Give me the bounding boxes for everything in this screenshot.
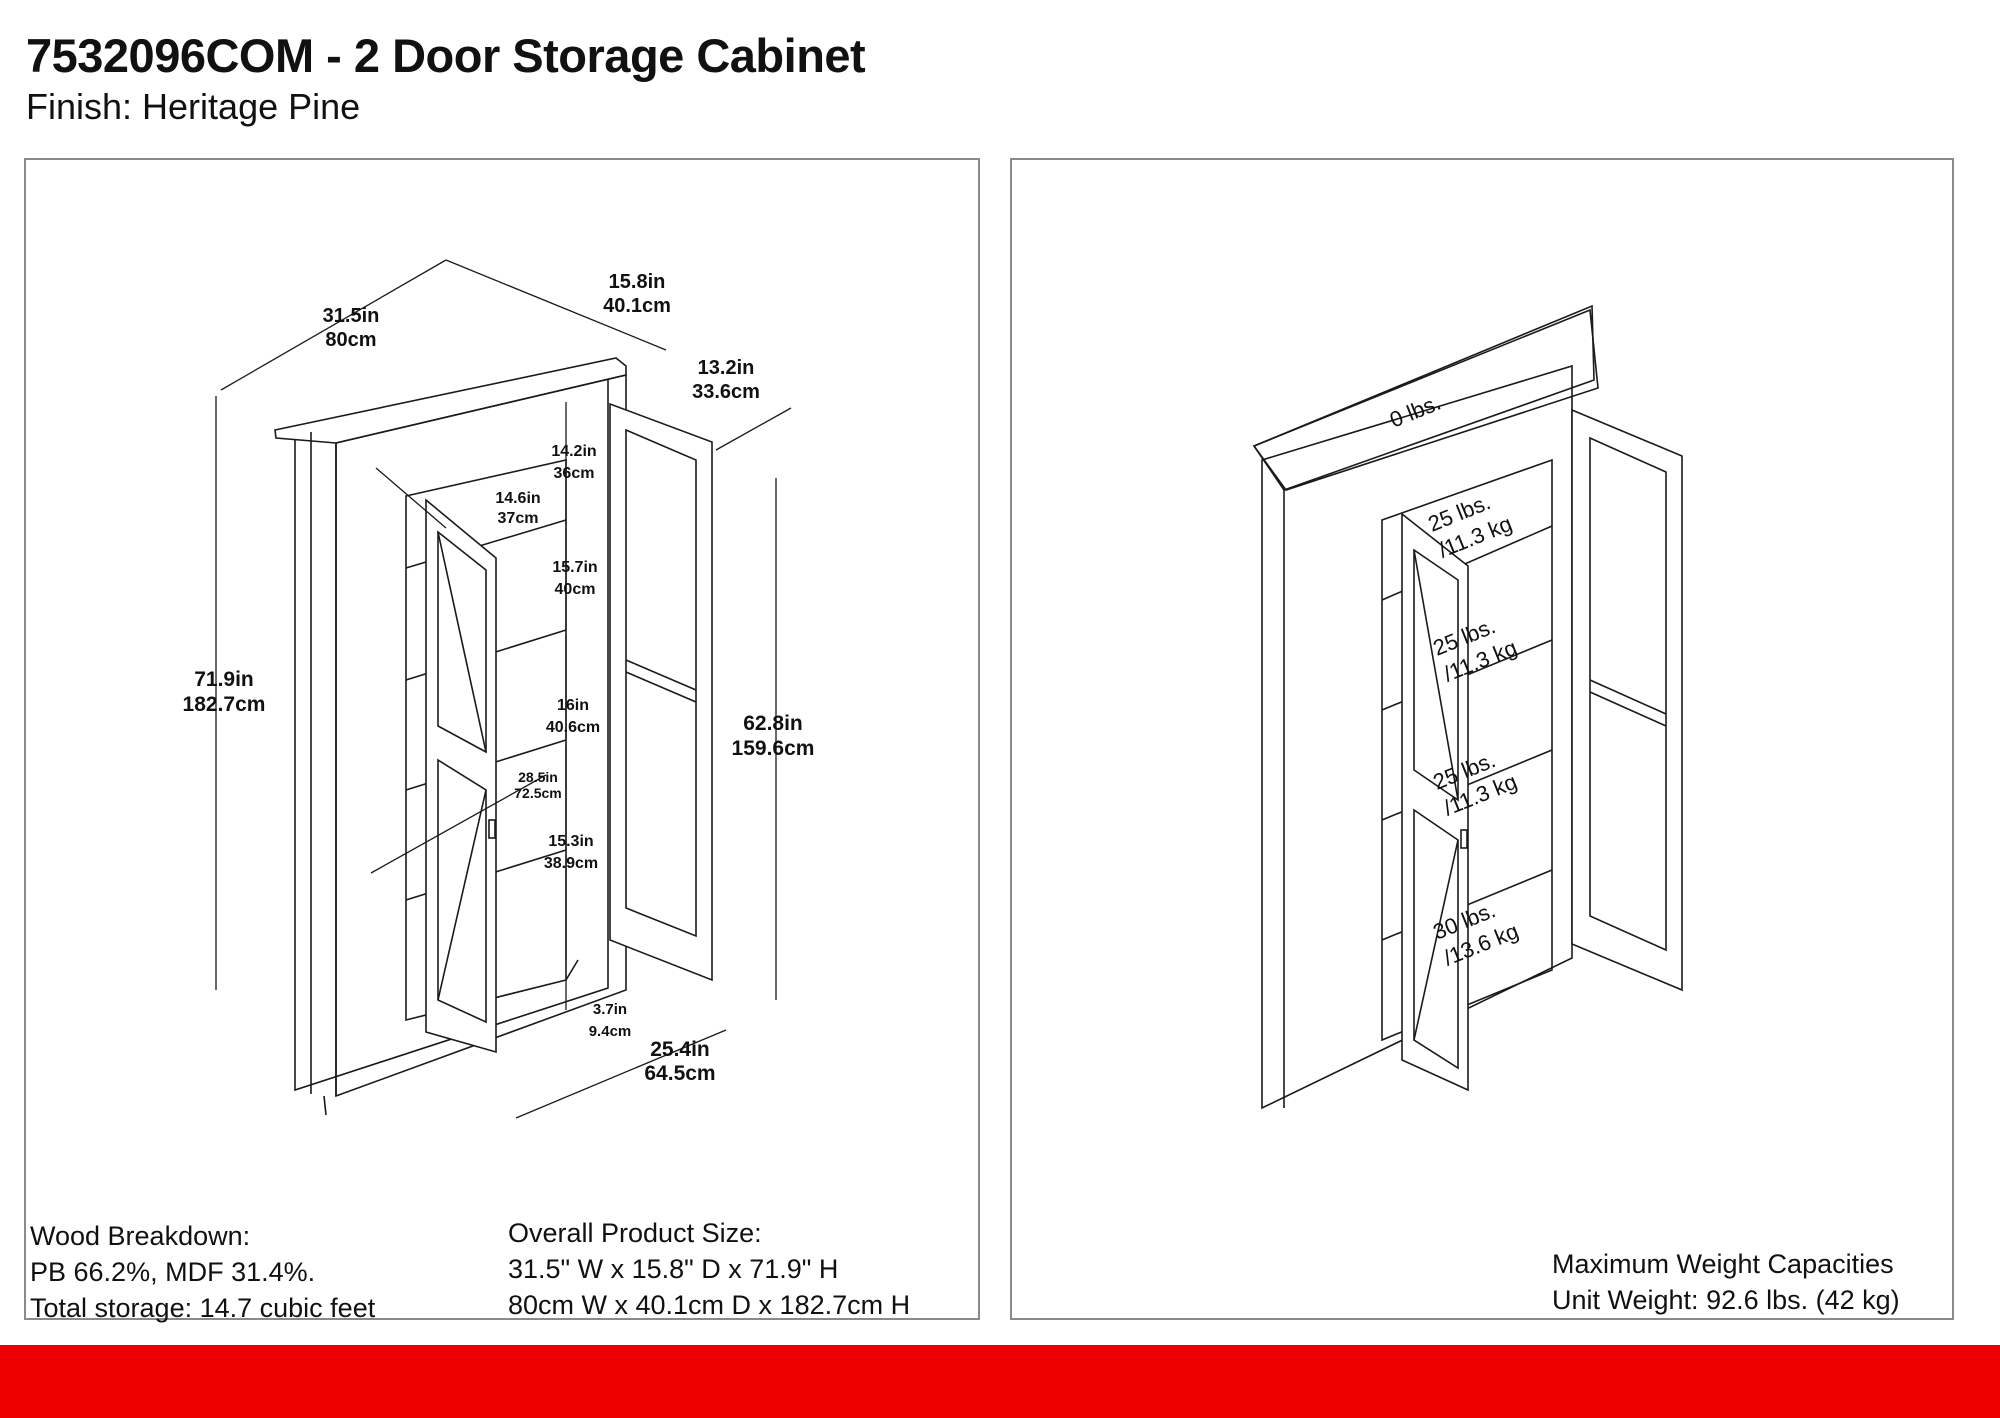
finish-label: Finish: Heritage Pine <box>26 86 361 127</box>
overall-product-size: Overall Product Size: 31.5" W x 15.8" D … <box>508 1218 911 1320</box>
right-door <box>609 402 713 982</box>
page-title: 7532096COM - 2 Door Storage Cabinet <box>26 29 866 82</box>
weight-drawing: 0 lbs. 25 lbs./11.3 kg 25 lbs./11.3 kg 2… <box>1252 304 1683 1110</box>
weight-panel: 0 lbs. 25 lbs./11.3 kg 25 lbs./11.3 kg 2… <box>1010 158 1954 1320</box>
accent-bar <box>0 1345 2000 1418</box>
cabinet-top <box>274 357 627 444</box>
cabinet-top <box>1252 304 1595 491</box>
right-door <box>1571 408 1683 992</box>
wood-breakdown: Wood Breakdown: PB 66.2%, MDF 31.4%. Tot… <box>30 1221 376 1323</box>
left-door <box>425 498 497 1054</box>
left-door <box>1401 512 1469 1092</box>
weight-capacities: Maximum Weight Capacities Unit Weight: 9… <box>1552 1249 1900 1315</box>
